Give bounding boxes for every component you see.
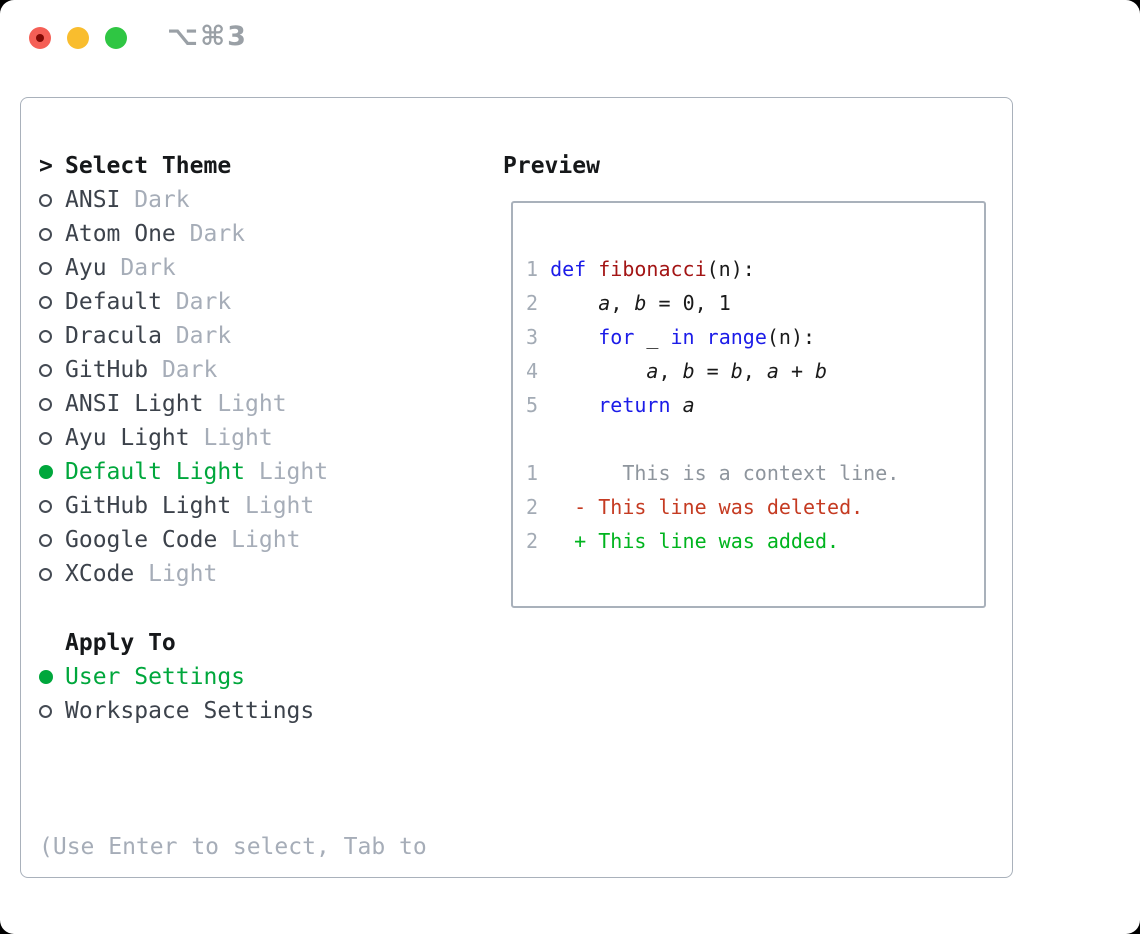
diff-line-context: 1 This is a context line. xyxy=(526,461,900,485)
option-label: GitHub Light xyxy=(65,493,232,519)
radio-icon xyxy=(39,499,52,513)
theme-option[interactable]: Google Code Light xyxy=(39,523,427,557)
maximize-button[interactable] xyxy=(105,27,127,49)
radio-icon xyxy=(39,329,52,343)
diff-sample: 1 This is a context line. 2 - This line w… xyxy=(526,456,984,558)
theme-option[interactable]: GitHub Light Light xyxy=(39,489,427,523)
option-label: Workspace Settings xyxy=(65,698,315,724)
apply-to-title: Apply To xyxy=(65,630,176,656)
diff-line-added: 2 + This line was added. xyxy=(526,529,840,553)
radio-selected-icon xyxy=(39,465,53,479)
option-variant-tag: Dark xyxy=(120,187,190,213)
code-line: 1 def fibonacci(n): xyxy=(526,257,755,281)
window-title: ⌥⌘3 xyxy=(167,21,248,52)
line-number: 2 xyxy=(526,529,539,553)
code-line: 2 a, b = 0, 1 xyxy=(526,291,731,315)
option-variant-tag: Light xyxy=(134,561,218,587)
option-variant-tag: Light xyxy=(217,527,301,553)
option-variant-tag: Light xyxy=(203,391,287,417)
option-label: Atom One xyxy=(65,221,176,247)
option-variant-tag: Dark xyxy=(148,357,218,383)
option-variant-tag: Light xyxy=(189,425,273,451)
option-label: XCode xyxy=(65,561,135,587)
radio-icon xyxy=(39,704,52,718)
apply-to-option[interactable]: User Settings xyxy=(39,660,427,694)
preview-header: Preview xyxy=(503,149,600,183)
theme-option[interactable]: XCode Light xyxy=(39,557,427,591)
option-label: Default Light xyxy=(65,459,246,485)
titlebar: ⌥⌘3 xyxy=(0,0,1140,76)
minimize-button[interactable] xyxy=(67,27,89,49)
option-label: Default xyxy=(65,289,162,315)
option-label: Google Code xyxy=(65,527,218,553)
line-number: 3 xyxy=(526,325,539,349)
option-label: User Settings xyxy=(65,664,246,690)
radio-icon xyxy=(39,397,52,411)
line-number: 4 xyxy=(526,359,539,383)
select-theme-header: > Select Theme xyxy=(39,149,427,183)
line-number: 2 xyxy=(526,495,539,519)
theme-option[interactable]: Default Light Light xyxy=(39,455,427,489)
line-number: 2 xyxy=(526,291,539,315)
radio-icon xyxy=(39,227,52,241)
apply-to-option[interactable]: Workspace Settings xyxy=(39,694,427,728)
theme-option[interactable]: ANSI Light Light xyxy=(39,387,427,421)
option-label: Dracula xyxy=(65,323,162,349)
help-text: (Use Enter to select, Tab to change focu… xyxy=(39,762,427,934)
radio-selected-icon xyxy=(39,670,53,684)
option-variant-tag: Dark xyxy=(175,221,246,247)
radio-icon xyxy=(39,295,52,309)
option-variant-tag: Light xyxy=(245,459,329,485)
line-number: 1 xyxy=(526,257,539,281)
preview-box: 1 def fibonacci(n): 2 a, b = 0, 1 3 for _ … xyxy=(511,201,986,608)
option-variant-tag: Dark xyxy=(161,289,232,315)
code-line: 3 for _ in range(n): xyxy=(526,325,816,349)
help-line-1: (Use Enter to select, Tab to xyxy=(39,834,427,860)
option-variant-tag: Dark xyxy=(106,255,176,281)
diff-line-deleted: 2 - This line was deleted. xyxy=(526,495,864,519)
select-theme-title: Select Theme xyxy=(65,153,232,179)
theme-option[interactable]: Dracula Dark xyxy=(39,319,427,353)
code-line: 4 a, b = b, a + b xyxy=(526,359,828,383)
close-button[interactable] xyxy=(29,27,51,49)
line-number: 5 xyxy=(526,393,539,417)
record-dot-icon xyxy=(36,34,44,42)
section-gap xyxy=(39,728,427,762)
preview-title: Preview xyxy=(503,153,600,179)
option-label: Ayu Light xyxy=(65,425,190,451)
radio-icon xyxy=(39,193,52,207)
option-label: ANSI Light xyxy=(65,391,204,417)
radio-icon xyxy=(39,431,52,445)
radio-icon xyxy=(39,567,52,581)
theme-option[interactable]: Atom One Dark xyxy=(39,217,427,251)
theme-option[interactable]: Ayu Dark xyxy=(39,251,427,285)
option-variant-tag: Dark xyxy=(161,323,232,349)
focus-caret-icon: > xyxy=(39,153,53,179)
option-label: GitHub xyxy=(65,357,149,383)
section-gap xyxy=(39,591,427,626)
apply-to-header: Apply To xyxy=(39,626,427,660)
option-variant-tag: Light xyxy=(231,493,315,519)
theme-option[interactable]: GitHub Dark xyxy=(39,353,427,387)
theme-option[interactable]: ANSI Dark xyxy=(39,183,427,217)
option-label: ANSI xyxy=(65,187,121,213)
theme-option[interactable]: Ayu Light Light xyxy=(39,421,427,455)
option-label: Ayu xyxy=(65,255,107,281)
radio-icon xyxy=(39,363,52,377)
radio-icon xyxy=(39,261,52,275)
radio-icon xyxy=(39,533,52,547)
code-line: 5 return a xyxy=(526,393,695,417)
line-number: 1 xyxy=(526,461,539,485)
theme-option[interactable]: Default Dark xyxy=(39,285,427,319)
code-sample: 1 def fibonacci(n): 2 a, b = 0, 1 3 for _ … xyxy=(526,252,984,422)
